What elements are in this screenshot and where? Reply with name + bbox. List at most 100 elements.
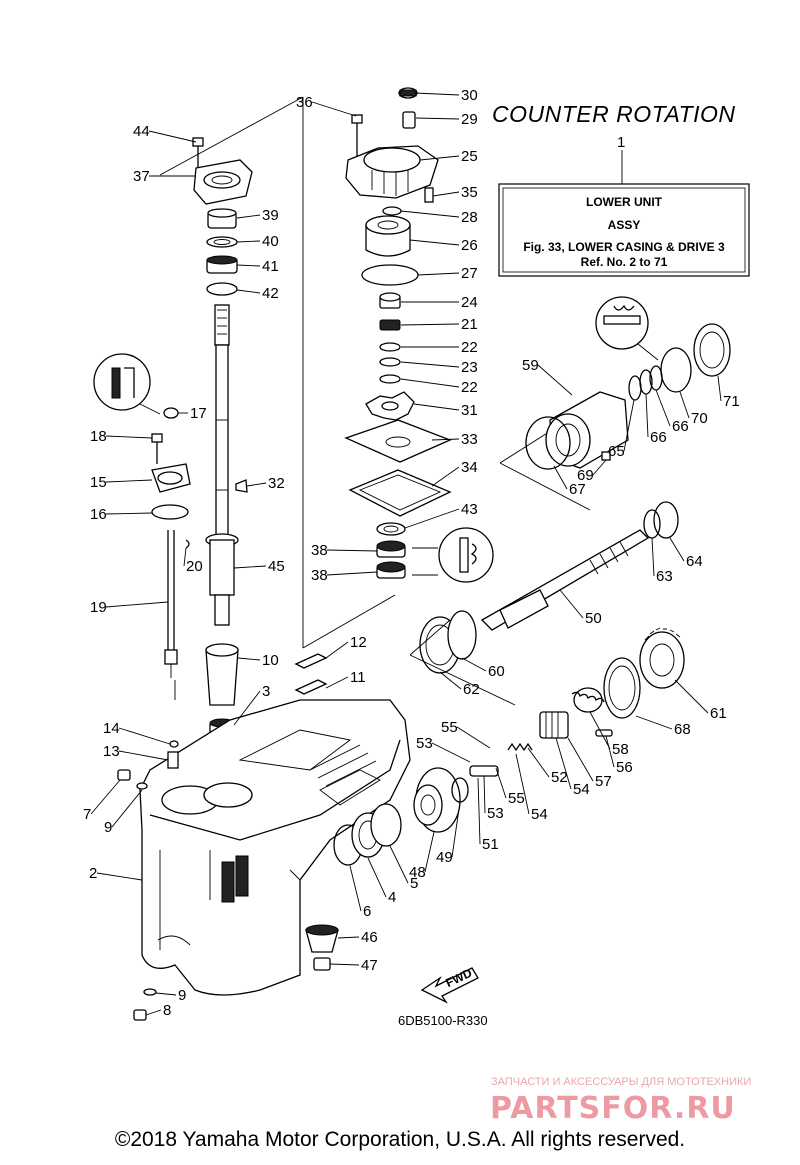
part-number-42: 42 bbox=[262, 285, 279, 302]
leader-line bbox=[105, 601, 169, 608]
leader-line bbox=[236, 214, 261, 219]
leader-line bbox=[451, 801, 461, 858]
leader-line bbox=[404, 508, 460, 529]
part-number-38: 38 bbox=[311, 542, 328, 559]
part-number-64: 64 bbox=[686, 553, 703, 570]
leader-line bbox=[409, 239, 460, 246]
leader-line bbox=[439, 671, 462, 690]
part-number-7: 7 bbox=[83, 806, 91, 823]
leader-line bbox=[111, 789, 143, 828]
part-number-50: 50 bbox=[585, 610, 602, 627]
ref-line-1: LOWER UNIT bbox=[586, 195, 663, 209]
part-number-22: 22 bbox=[461, 339, 478, 356]
part-number-31: 31 bbox=[461, 402, 478, 419]
copyright-notice: ©2018 Yamaha Motor Corporation, U.S.A. A… bbox=[114, 1128, 686, 1151]
leader-line bbox=[483, 775, 486, 814]
part-number-5: 5 bbox=[410, 875, 418, 892]
leader-line bbox=[326, 549, 378, 552]
ref-number: 1 bbox=[617, 134, 625, 151]
part-number-6: 6 bbox=[363, 903, 371, 920]
part-number-18: 18 bbox=[90, 428, 107, 445]
fwd-arrow: FWD bbox=[420, 966, 479, 1004]
part-number-37: 37 bbox=[133, 168, 150, 185]
part-number-9: 9 bbox=[178, 987, 186, 1004]
part-number-4: 4 bbox=[388, 889, 396, 906]
part-number-66: 66 bbox=[672, 418, 689, 435]
leader-line bbox=[679, 391, 690, 419]
part-number-23: 23 bbox=[461, 359, 478, 376]
leader-line bbox=[400, 210, 460, 218]
leader-line bbox=[537, 364, 573, 396]
part-number-41: 41 bbox=[262, 258, 279, 275]
leader-line bbox=[515, 753, 530, 815]
part-number-34: 34 bbox=[461, 459, 478, 476]
leader-line bbox=[645, 393, 649, 438]
leader-line bbox=[674, 679, 709, 714]
watermark-tagline: ЗАПЧАСТИ И АКСЕССУАРЫ ДЛЯ МОТОТЕХНИКИ bbox=[491, 1076, 751, 1088]
casing-hardware bbox=[117, 653, 328, 1021]
leader-line bbox=[233, 690, 261, 726]
leader-line bbox=[527, 747, 550, 778]
leader-line bbox=[655, 389, 671, 427]
leader-line bbox=[432, 191, 460, 197]
shift-rod-assembly bbox=[93, 353, 191, 678]
part-number-15: 15 bbox=[90, 474, 107, 491]
part-number-58: 58 bbox=[612, 741, 629, 758]
leader-line bbox=[413, 403, 460, 411]
ref-line-2: ASSY bbox=[608, 218, 641, 232]
leader-line bbox=[246, 482, 267, 487]
leader-line bbox=[669, 537, 685, 562]
leader-line bbox=[456, 726, 491, 749]
gear-assembly bbox=[305, 296, 731, 971]
leader-line bbox=[414, 92, 460, 96]
leader-line bbox=[389, 845, 409, 884]
leader-line bbox=[155, 992, 177, 996]
part-number-62: 62 bbox=[463, 681, 480, 698]
reference-box: 1 LOWER UNIT ASSY Fig. 33, LOWER CASING … bbox=[498, 134, 750, 277]
part-number-43: 43 bbox=[461, 501, 478, 518]
part-number-69: 69 bbox=[577, 467, 594, 484]
part-number-3: 3 bbox=[262, 683, 270, 700]
watermark-brand: PARTSFOR.RU bbox=[490, 1091, 736, 1126]
part-number-40: 40 bbox=[262, 233, 279, 250]
leader-line bbox=[325, 676, 349, 689]
leader-line bbox=[555, 737, 572, 790]
leader-line bbox=[419, 155, 460, 161]
leader-line bbox=[311, 101, 357, 117]
leader-line bbox=[233, 565, 267, 569]
part-number-26: 26 bbox=[461, 237, 478, 254]
part-number-14: 14 bbox=[103, 720, 120, 737]
part-number-54: 54 bbox=[573, 781, 590, 798]
leader-line bbox=[236, 289, 261, 294]
leader-line bbox=[495, 767, 507, 799]
part-number-71: 71 bbox=[723, 393, 740, 410]
part-number-12: 12 bbox=[350, 634, 367, 651]
part-number-54: 54 bbox=[531, 806, 548, 823]
leader-line bbox=[90, 779, 121, 815]
ref-line-3: Fig. 33, LOWER CASING & DRIVE 3 bbox=[523, 240, 725, 254]
part-number-66: 66 bbox=[650, 429, 667, 446]
part-number-9: 9 bbox=[104, 819, 112, 836]
leader-line bbox=[326, 571, 378, 576]
part-number-38: 38 bbox=[311, 567, 328, 584]
part-number-68: 68 bbox=[674, 721, 691, 738]
leader-line bbox=[431, 742, 471, 763]
part-number-36: 36 bbox=[296, 94, 313, 111]
part-number-33: 33 bbox=[461, 431, 478, 448]
leader-line bbox=[623, 399, 635, 452]
ref-line-4: Ref. No. 2 to 71 bbox=[581, 255, 668, 269]
part-number-27: 27 bbox=[461, 265, 478, 282]
part-number-28: 28 bbox=[461, 209, 478, 226]
leader-line bbox=[145, 1009, 162, 1016]
part-number-48: 48 bbox=[409, 864, 426, 881]
leader-line bbox=[96, 872, 143, 881]
part-number-44: 44 bbox=[133, 123, 150, 140]
leader-line bbox=[105, 479, 153, 483]
leader-line bbox=[553, 465, 568, 490]
leader-line bbox=[400, 361, 460, 368]
leader-line bbox=[183, 547, 187, 567]
part-number-13: 13 bbox=[103, 743, 120, 760]
leader-line bbox=[635, 715, 673, 730]
leader-lines bbox=[90, 92, 722, 1016]
leader-line bbox=[559, 589, 584, 619]
